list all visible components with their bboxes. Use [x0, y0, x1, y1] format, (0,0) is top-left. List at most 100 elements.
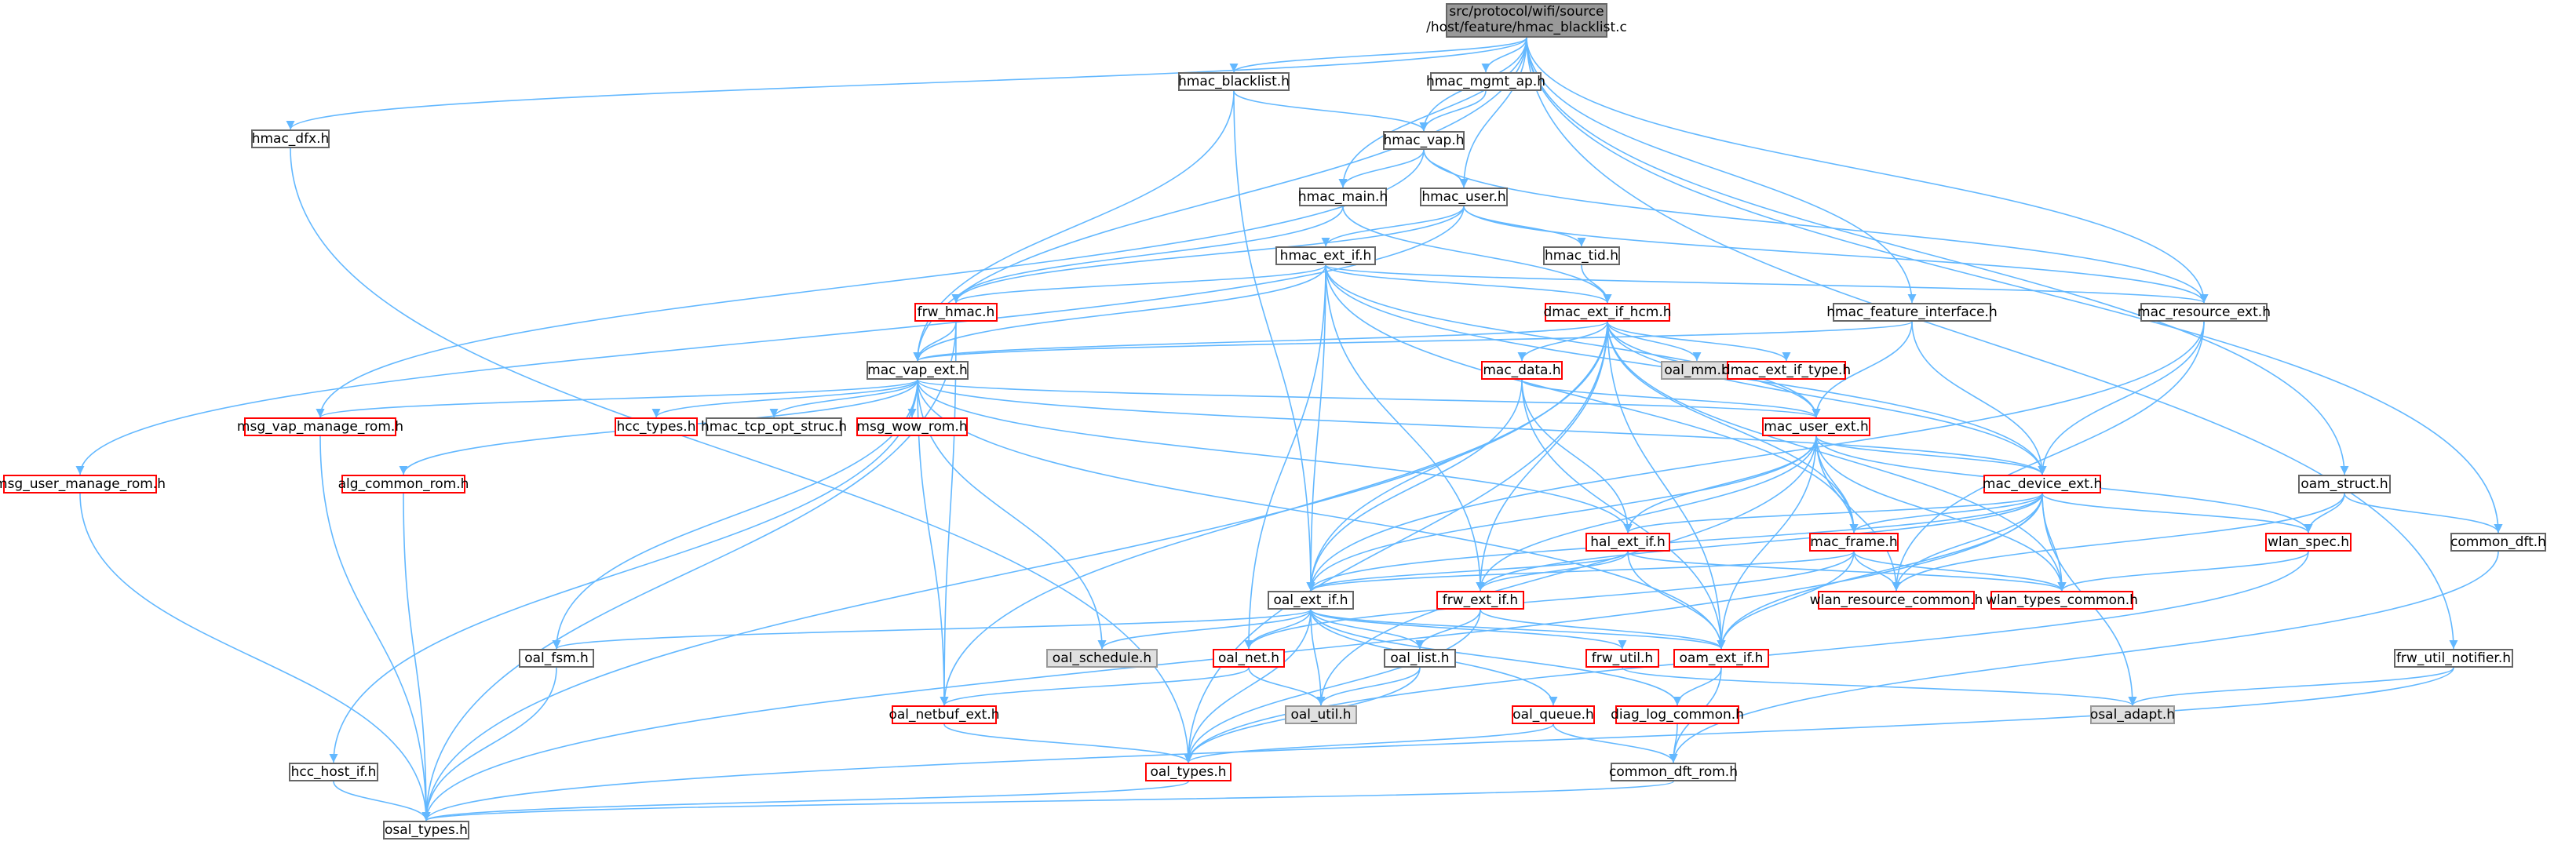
node-msg-vap-manage-rom-h[interactable]: msg_vap_manage_rom.h	[237, 417, 403, 436]
node-dmac-ext-if-type-h[interactable]: dmac_ext_if_type.h	[1722, 361, 1851, 380]
dependency-edge-oam-struct-h-to-common-dft-h	[2344, 493, 2503, 534]
dependency-edge-oal-ext-if-h-to-oal-net-h	[1244, 609, 1312, 650]
dependency-edge-oal-ext-if-h-to-oal-fsm-h	[552, 609, 1312, 650]
dependency-edge-diag-log-common-h-to-common-dft-rom-h	[1669, 723, 1678, 763]
dependency-edge-root-to-hmac-blacklist-h	[1229, 37, 1527, 73]
dependency-edge-root-to-hmac-user-h	[1459, 37, 1527, 188]
dependency-edge-oal-list-h-to-oal-util-h	[1316, 667, 1421, 706]
node-frw-hmac-h[interactable]: frw_hmac.h	[914, 303, 998, 322]
node-common-dft-rom-h[interactable]: common_dft_rom.h	[1609, 763, 1738, 781]
dependency-edge-hmac-feature-interface-h-to-mac-vap-ext-h	[913, 321, 1913, 362]
node-hmac-ext-if-h[interactable]: hmac_ext_if.h	[1275, 246, 1376, 265]
node-hmac-mgmt-ap-h[interactable]: hmac_mgmt_ap.h	[1426, 72, 1545, 91]
dependency-edge-oal-ext-if-h-to-frw-util-h	[1310, 609, 1627, 650]
node-oal-list-h[interactable]: oal_list.h	[1384, 649, 1456, 668]
node-hcc-host-if-h[interactable]: hcc_host_if.h	[289, 763, 378, 781]
dependency-edge-oam-ext-if-h-to-diag-log-common-h	[1673, 667, 1722, 706]
dependency-edge-mac-data-h-to-hal-ext-if-h	[1521, 379, 1633, 534]
dependency-edge-common-dft-h-to-common-dft-rom-h	[1669, 551, 2499, 763]
node-hmac-dfx-h[interactable]: hmac_dfx.h	[251, 129, 330, 148]
node-oam-ext-if-h[interactable]: oam_ext_if.h	[1673, 649, 1769, 668]
dependency-edge-dmac-ext-if-hcm-h-to-mac-frame-h	[1607, 321, 1859, 534]
dependency-edge-hmac-ext-if-h-to-mac-frame-h	[1325, 264, 1859, 534]
dependency-edge-mac-device-ext-h-to-mac-frame-h	[1849, 493, 2043, 534]
dependency-edge-oal-ext-if-h-to-oam-ext-if-h	[1310, 609, 1726, 650]
node-root-file[interactable]: src/protocol/wifi/source /host/feature/h…	[1426, 3, 1627, 38]
node-oam-struct-h[interactable]: oam_struct.h	[2298, 475, 2391, 494]
node-oal-types-h[interactable]: oal_types.h	[1145, 763, 1231, 781]
dependency-edge-hmac-user-h-to-frw-hmac-h	[951, 206, 1465, 304]
dependency-edge-dmac-ext-if-hcm-h-to-wlan-types-common-h	[1607, 321, 2067, 592]
node-alg-common-rom-h[interactable]: alg_common_rom.h	[338, 475, 469, 494]
node-msg-wow-rom-h[interactable]: msg_wow_rom.h	[856, 417, 968, 436]
dependency-edge-mac-resource-ext-h-to-oal-ext-if-h	[1306, 321, 2205, 592]
node-mac-user-ext-h[interactable]: mac_user_ext.h	[1762, 417, 1870, 436]
node-oal-netbuf-ext-h[interactable]: oal_netbuf_ext.h	[888, 705, 1000, 724]
dependency-edge-dmac-ext-if-hcm-h-to-oal-mm-h	[1607, 321, 1702, 362]
node-mac-data-h[interactable]: mac_data.h	[1481, 361, 1563, 380]
dependency-edge-oal-ext-if-h-to-oal-types-h	[1184, 609, 1312, 763]
node-hmac-main-h[interactable]: hmac_main.h	[1298, 188, 1388, 206]
node-osal-types-h[interactable]: osal_types.h	[383, 821, 469, 840]
node-diag-log-common-h[interactable]: diag_log_common.h	[1611, 705, 1744, 724]
dependency-edge-mac-device-ext-h-to-wlan-resource-common-h	[1892, 493, 2043, 592]
dependency-edge-frw-util-notifier-h-to-osal-types-h	[421, 667, 2454, 821]
dependency-edge-oal-queue-h-to-common-dft-rom-h	[1553, 723, 1678, 763]
dependency-edge-hmac-main-h-to-dmac-ext-if-hcm-h	[1342, 206, 1612, 304]
node-common-dft-h[interactable]: common_dft.h	[2450, 533, 2546, 552]
node-hal-ext-if-h[interactable]: hal_ext_if.h	[1585, 533, 1670, 552]
node-hmac-blacklist-h[interactable]: hmac_blacklist.h	[1178, 72, 1290, 91]
dependency-edge-mac-user-ext-h-to-hal-ext-if-h	[1623, 435, 1817, 534]
dependency-edge-common-dft-rom-h-to-osal-types-h	[422, 781, 1674, 821]
node-wlan-spec-h[interactable]: wlan_spec.h	[2265, 533, 2352, 552]
node-mac-vap-ext-h[interactable]: mac_vap_ext.h	[867, 361, 969, 380]
dependency-edge-oal-ext-if-h-to-oal-util-h	[1310, 609, 1326, 706]
node-hmac-tid-h[interactable]: hmac_tid.h	[1543, 246, 1620, 265]
dependency-edge-mac-user-ext-h-to-oam-ext-if-h	[1717, 435, 1817, 650]
node-mac-device-ext-h[interactable]: mac_device_ext.h	[1983, 475, 2102, 494]
node-oal-net-h[interactable]: oal_net.h	[1213, 649, 1285, 668]
node-oal-schedule-h[interactable]: oal_schedule.h	[1046, 649, 1158, 668]
node-hcc-types-h[interactable]: hcc_types.h	[615, 417, 698, 436]
node-mac-frame-h[interactable]: mac_frame.h	[1809, 533, 1899, 552]
node-wlan-types-common-h[interactable]: wlan_types_common.h	[1986, 591, 2138, 610]
dependency-edge-mac-resource-ext-h-to-wlan-resource-common-h	[1892, 321, 2205, 592]
dependency-edge-mac-vap-ext-h-to-mac-device-ext-h	[917, 379, 2047, 475]
node-frw-ext-if-h[interactable]: frw_ext_if.h	[1436, 591, 1524, 610]
node-osal-adapt-h[interactable]: osal_adapt.h	[2090, 705, 2175, 724]
dependency-edge-dmac-ext-if-hcm-h-to-dmac-ext-if-type-h	[1607, 321, 1791, 362]
node-oal-fsm-h[interactable]: oal_fsm.h	[519, 649, 594, 668]
node-oal-util-h[interactable]: oal_util.h	[1285, 705, 1357, 724]
node-hmac-user-h[interactable]: hmac_user.h	[1420, 188, 1508, 206]
node-hmac-vap-h[interactable]: hmac_vap.h	[1383, 131, 1465, 150]
node-oal-queue-h[interactable]: oal_queue.h	[1512, 705, 1595, 724]
dependency-edge-mac-device-ext-h-to-oal-ext-if-h	[1306, 493, 2043, 592]
dependency-edge-root-to-common-dft-h	[1526, 37, 2503, 534]
dependency-edge-mac-frame-h-to-oal-net-h	[1244, 551, 1855, 650]
dependency-edge-hmac-ext-if-h-to-oal-ext-if-h	[1306, 264, 1326, 592]
dependency-edge-hcc-host-if-h-to-osal-types-h	[333, 781, 431, 821]
dependency-edge-msg-vap-manage-rom-h-to-osal-types-h	[319, 435, 431, 821]
node-msg-user-manage-rom-h[interactable]: msg_user_manage_rom.h	[0, 475, 166, 494]
dependency-edge-mac-vap-ext-h-to-hcc-types-h	[651, 379, 918, 418]
dependency-edge-root-to-mac-resource-ext-h	[1526, 37, 2209, 304]
node-mac-resource-ext-h[interactable]: mac_resource_ext.h	[2137, 303, 2271, 322]
node-oal-mm-h[interactable]: oal_mm.h	[1661, 361, 1733, 380]
node-frw-util-notifier-h[interactable]: frw_util_notifier.h	[2394, 649, 2513, 668]
dependency-edge-frw-util-notifier-h-to-osal-adapt-h	[2128, 667, 2454, 706]
dependency-edge-hmac-dfx-h-to-oal-types-h	[290, 148, 1193, 763]
node-hmac-tcp-opt-struc-h[interactable]: hmac_tcp_opt_struc.h	[701, 417, 847, 436]
dependency-edge-hmac-ext-if-h-to-mac-vap-ext-h	[913, 264, 1326, 362]
node-hmac-feature-interface-h[interactable]: hmac_feature_interface.h	[1826, 303, 1998, 322]
dependency-edge-oal-ext-if-h-to-oal-schedule-h	[1097, 609, 1312, 650]
node-oal-ext-if-h[interactable]: oal_ext_if.h	[1268, 591, 1354, 610]
dependency-edge-hmac-feature-interface-h-to-mac-user-ext-h	[1812, 321, 1913, 418]
dependency-edge-mac-user-ext-h-to-mac-device-ext-h	[1815, 435, 2047, 475]
dependency-edge-hal-ext-if-h-to-frw-ext-if-h	[1476, 551, 1629, 592]
dependency-edge-mac-resource-ext-h-to-mac-device-ext-h	[2038, 321, 2205, 475]
dependency-edge-wlan-spec-h-to-wlan-types-common-h	[2057, 551, 2309, 592]
node-frw-util-h[interactable]: frw_util.h	[1585, 649, 1659, 668]
node-wlan-resource-common-h[interactable]: wlan_resource_common.h	[1810, 591, 1983, 610]
node-dmac-ext-if-hcm-h[interactable]: dmac_ext_if_hcm.h	[1543, 303, 1672, 322]
